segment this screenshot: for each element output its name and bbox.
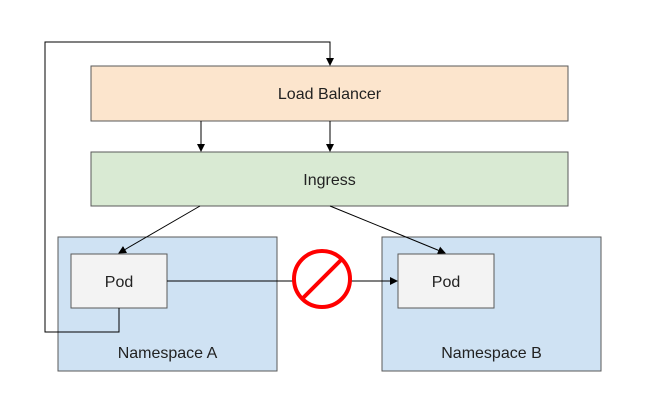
ingress: Ingress <box>90 151 569 207</box>
pod-a: Pod <box>70 253 168 309</box>
ingress-to-pod-b-arrow <box>329 205 446 255</box>
pod-a-to-load-balancer-loop-arrow <box>44 41 334 333</box>
no-entry-icon <box>292 249 352 309</box>
ingress-box <box>90 151 569 207</box>
pod-b-box <box>397 253 495 309</box>
load-balancer-box <box>90 65 569 122</box>
pod-b-label: Pod <box>432 274 460 291</box>
load-balancer-label: Load Balancer <box>278 86 382 103</box>
connectors <box>44 41 446 333</box>
load-balancer: Load Balancer <box>90 65 569 122</box>
ingress-label: Ingress <box>303 172 355 189</box>
namespace-a-label: Namespace A <box>118 345 218 362</box>
pod-a-label: Pod <box>105 274 133 291</box>
pod-a-box <box>70 253 168 309</box>
pod-b: Pod <box>397 253 495 309</box>
ingress-to-pod-a-arrow <box>118 205 201 254</box>
namespace-b-label: Namespace B <box>441 345 542 362</box>
